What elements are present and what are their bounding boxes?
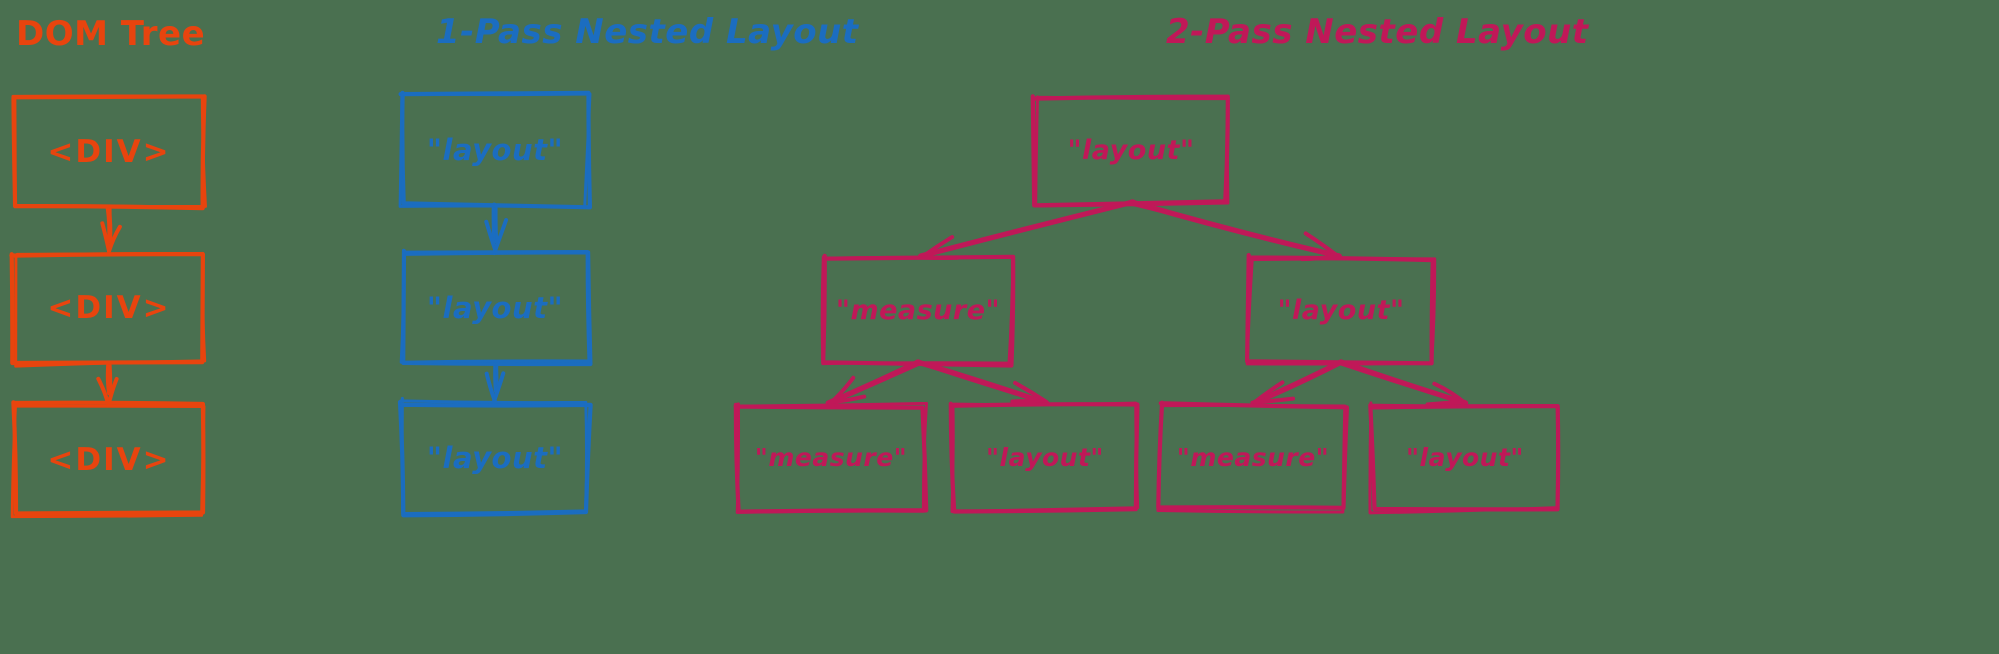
node-two-root[interactable]: "layout" xyxy=(1035,98,1227,203)
node-label: "measure" xyxy=(835,295,1001,326)
node-one-3[interactable]: "layout" xyxy=(402,403,588,513)
node-label: "layout" xyxy=(1406,443,1524,472)
node-label: "layout" xyxy=(426,133,564,167)
node-dom-2[interactable]: <DIV> xyxy=(14,253,204,363)
panel-title-one-pass-nested-layout: 1-Pass Nested Layout xyxy=(436,12,859,52)
node-label: "measure" xyxy=(754,443,908,472)
node-label: "layout" xyxy=(1277,295,1405,326)
panel-title-dom-tree: DOM Tree xyxy=(16,14,206,54)
node-label: "layout" xyxy=(426,291,564,325)
node-label: "layout" xyxy=(426,441,564,475)
node-label: <DIV> xyxy=(47,290,171,326)
node-two-rl[interactable]: "measure" xyxy=(1160,405,1346,510)
node-dom-1[interactable]: <DIV> xyxy=(14,97,204,207)
node-dom-3[interactable]: <DIV> xyxy=(14,405,204,515)
node-label: "measure" xyxy=(1176,443,1330,472)
node-label: "layout" xyxy=(986,443,1104,472)
node-label: "layout" xyxy=(1067,135,1195,166)
node-label: <DIV> xyxy=(47,442,171,478)
panel-title-two-pass-nested-layout: 2-Pass Nested Layout xyxy=(1166,12,1589,52)
node-two-l[interactable]: "measure" xyxy=(825,258,1011,363)
node-two-lr[interactable]: "layout" xyxy=(952,405,1138,510)
node-one-1[interactable]: "layout" xyxy=(402,95,588,205)
node-one-2[interactable]: "layout" xyxy=(402,253,588,363)
node-two-r[interactable]: "layout" xyxy=(1248,258,1434,363)
node-two-rr[interactable]: "layout" xyxy=(1372,405,1558,510)
node-two-ll[interactable]: "measure" xyxy=(738,405,924,510)
node-label: <DIV> xyxy=(47,134,171,170)
